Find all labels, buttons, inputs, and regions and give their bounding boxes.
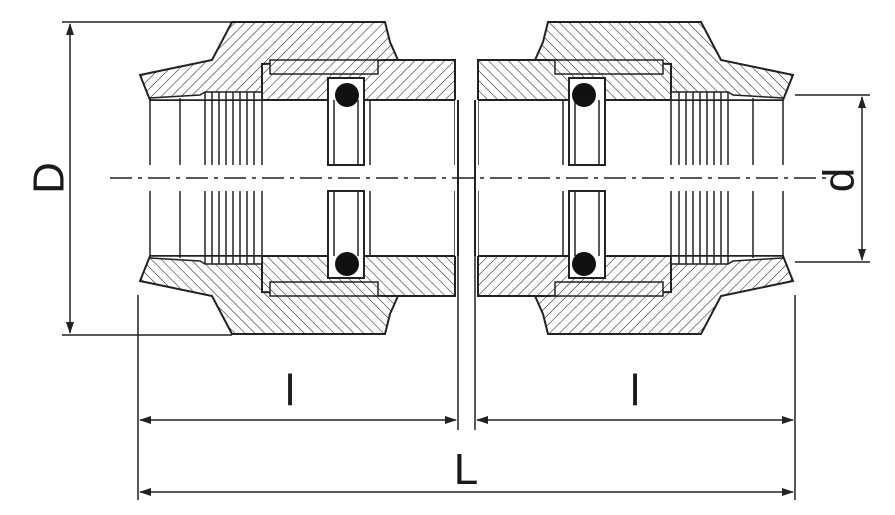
label-insertion-length-right: l	[630, 366, 640, 415]
left-half-top	[139, 21, 456, 166]
right-half-bottom	[477, 190, 794, 335]
left-half-bottom	[139, 190, 456, 335]
o-ring-bottom-right	[572, 252, 596, 276]
label-outer-diameter: D	[25, 162, 74, 194]
label-pipe-diameter: d	[815, 168, 864, 192]
o-ring-bottom-left	[335, 252, 359, 276]
label-insertion-length-left: l	[285, 366, 295, 415]
o-ring-top-left	[335, 83, 359, 107]
label-overall-length: L	[454, 445, 478, 494]
o-ring-top-right	[572, 83, 596, 107]
right-half-top	[477, 21, 794, 166]
